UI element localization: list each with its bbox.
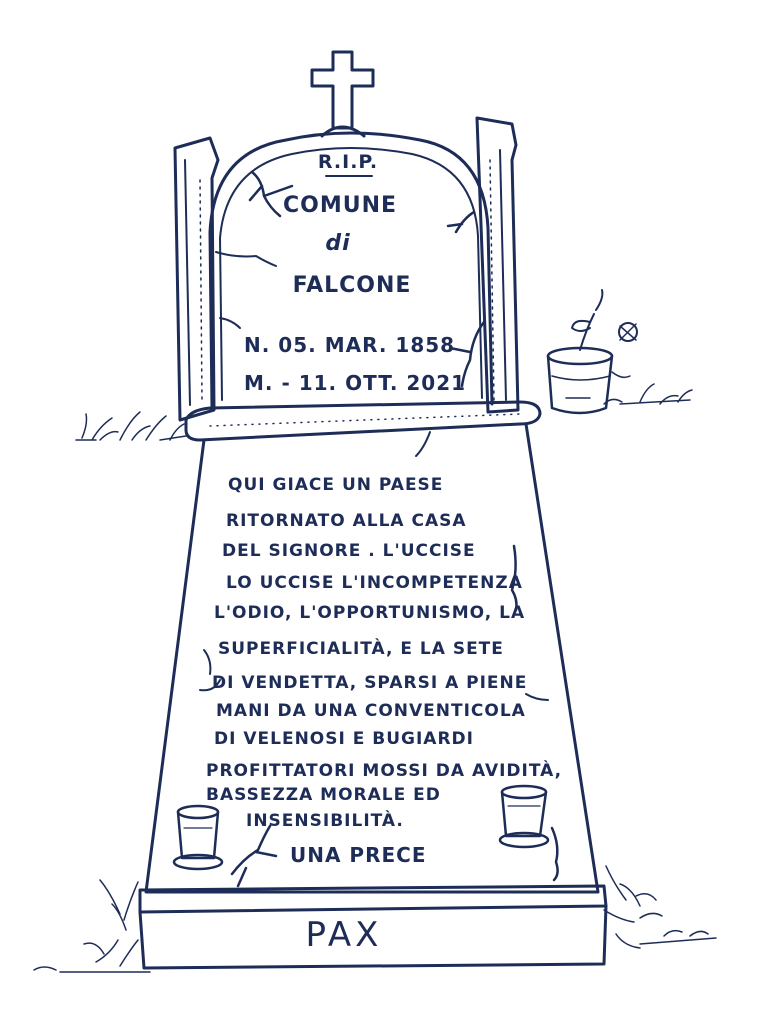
epitaph-line-2: RITORNATO ALLA CASA — [226, 511, 467, 531]
pax-text: PAX — [306, 915, 383, 955]
candle-cup-icon — [172, 804, 224, 871]
crack-icon — [199, 170, 559, 888]
epitaph-line-10: PROFITTATORI MOSSI DA AVIDITÀ, — [206, 759, 562, 781]
base-plinth — [138, 884, 608, 970]
epitaph-line-8: MANI DA UNA CONVENTICOLA — [216, 701, 526, 721]
epitaph-line-9: DI VELENOSI E BUGIARDI — [214, 729, 474, 749]
flower-pot-icon — [546, 289, 638, 415]
headstone-line-3: FALCONE — [293, 273, 412, 298]
epitaph-line-7: DI VENDETTA, SPARSI A PIENE — [212, 673, 527, 693]
cross-icon — [310, 50, 375, 138]
candle-cup-icon — [498, 784, 550, 849]
epitaph-line-4: LO UCCISE L'INCOMPETENZA — [226, 573, 523, 593]
epitaph-line-1: QUI GIACE UN PAESE — [228, 475, 443, 495]
epitaph-slab — [144, 422, 600, 894]
death-date: M. - 11. OTT. 2021 — [244, 371, 466, 395]
prayer-text: UNA PRECE — [290, 843, 426, 867]
born-date: N. 05. MAR. 1858 — [244, 333, 455, 357]
headstone-top — [208, 131, 494, 410]
rip-text: R.I.P. — [318, 151, 378, 173]
headstone-line-1: COMUNE — [283, 193, 397, 218]
left-pillar — [173, 136, 220, 422]
grass-icon — [33, 383, 717, 973]
ledge — [184, 400, 542, 442]
headstone-line-2: di — [325, 231, 350, 256]
epitaph-line-5: L'ODIO, L'OPPORTUNISMO, LA — [214, 603, 525, 623]
epitaph-line-3: DEL SIGNORE . L'UCCISE — [222, 541, 476, 561]
epitaph-line-11: BASSEZZA MORALE ED — [206, 785, 441, 805]
epitaph-line-12: INSENSIBILITÀ. — [246, 809, 404, 831]
right-pillar — [475, 116, 520, 414]
epitaph-line-6: SUPERFICIALITÀ, E LA SETE — [218, 637, 504, 659]
